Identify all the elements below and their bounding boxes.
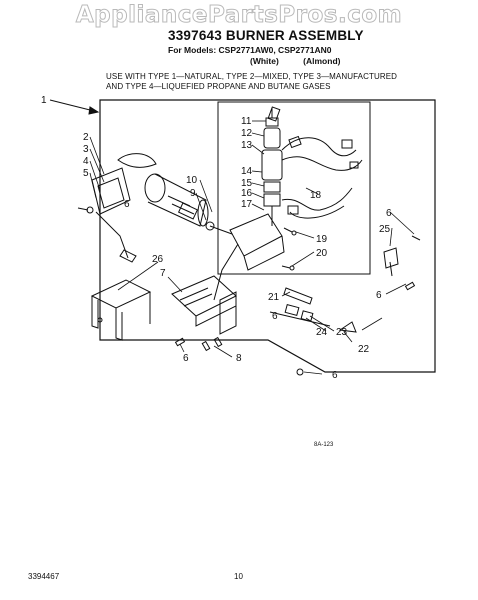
variant-white: (White): [250, 56, 279, 66]
diagram-code: 8A-123: [314, 442, 334, 448]
callout-18: 18: [310, 190, 322, 201]
callout-8: 8: [236, 353, 242, 364]
igniter-bracket: [77, 167, 137, 263]
callout-10: 10: [186, 175, 198, 186]
callout-15: 15: [241, 178, 253, 189]
callout-21: 21: [268, 292, 280, 303]
screws: [174, 227, 421, 376]
callout-17: 17: [241, 199, 253, 210]
callout-4: 4: [83, 156, 89, 167]
callout-25: 25: [379, 224, 391, 235]
callout-6d: 6: [272, 311, 278, 322]
watermark: AppliancePartsPros.com: [75, 2, 403, 29]
wiring-harness: [281, 135, 363, 219]
right-bracket: [383, 247, 399, 277]
variant-almond: (Almond): [303, 56, 341, 66]
callout-22: 22: [358, 344, 370, 355]
callout-11: 11: [241, 116, 252, 127]
callout-5: 5: [83, 168, 89, 179]
model-list: For Models: CSP2771AW0, CSP2771AN0: [168, 45, 332, 55]
gas-type-note: USE WITH TYPE 1—NATURAL, TYPE 2—MIXED, T…: [106, 72, 398, 91]
color-variants: (White) (Almond): [250, 56, 340, 66]
callout-6b: 6: [386, 208, 392, 219]
callout-12: 12: [241, 128, 253, 139]
leader-lines: [89, 120, 415, 375]
callout-2: 2: [83, 132, 89, 143]
callout-labels: 1 2 3 4 5 6 10 9 11 12 13 14 15 16 17 18…: [41, 95, 392, 381]
valve-subassembly-box: [217, 101, 371, 275]
callout-16: 16: [241, 188, 253, 199]
callout-24: 24: [316, 327, 328, 338]
solenoid-coils: [261, 106, 283, 226]
callout-26: 26: [152, 254, 164, 265]
callout-19: 19: [316, 234, 328, 245]
callout-20: 20: [316, 248, 328, 259]
valve-bracket: [171, 275, 237, 335]
page-number: 10: [234, 572, 243, 581]
igniter: [117, 153, 157, 168]
orifice-assembly: [269, 287, 357, 333]
callout-14: 14: [241, 166, 253, 177]
page-title: 3397643 BURNER ASSEMBLY: [168, 28, 364, 43]
callout-6a: 6: [124, 199, 130, 210]
callout-1: 1: [41, 95, 47, 106]
mounting-bracket: [90, 279, 152, 341]
assembly-boundary: [99, 99, 436, 373]
callout-9: 9: [190, 188, 196, 199]
callout-7: 7: [160, 268, 166, 279]
gas-valve: [205, 213, 285, 301]
callout-6e: 6: [183, 353, 189, 364]
callout-3: 3: [83, 144, 89, 155]
document-number: 3394467: [28, 572, 60, 581]
callout-6f: 6: [332, 370, 338, 381]
callout-23: 23: [336, 327, 348, 338]
callout-13: 13: [241, 140, 253, 151]
callout-6c: 6: [376, 290, 382, 301]
